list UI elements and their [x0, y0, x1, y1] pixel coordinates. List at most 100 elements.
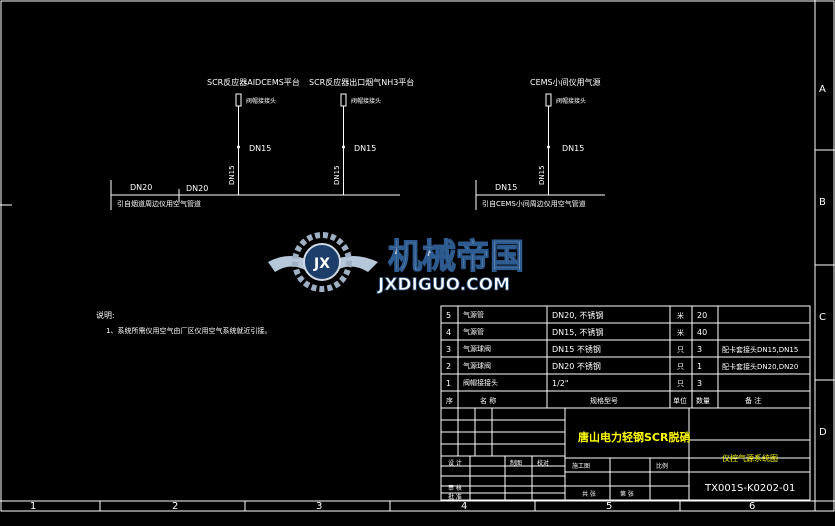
main-size-right: DN20	[186, 184, 208, 193]
branch-label: SCR反应器AIDCEMS平台	[207, 77, 300, 87]
size-label-vertical: DN15	[333, 165, 341, 185]
main-size-left: DN15	[495, 183, 517, 192]
valve-icon	[340, 93, 347, 107]
branch-1: SCR反应器AIDCEMS平台 阀帽接接头 DN15 DN15	[207, 77, 300, 195]
bom-remark: 配卡套接头DN20,DN20	[722, 362, 798, 371]
label-sheet: 共 张	[582, 490, 596, 498]
bom-unit: 只	[677, 363, 684, 371]
bom-spec: DN20 不锈钢	[552, 361, 601, 371]
main-pipe-1: DN20 DN20 引自烟道周边仪用空气管道	[110, 180, 400, 210]
zone-letter: A	[819, 84, 826, 95]
valve-icon	[545, 93, 552, 107]
label-design: 设 计	[448, 459, 462, 467]
bom-no: 5	[446, 311, 451, 320]
bom-no: 4	[446, 328, 451, 337]
size-label: DN15	[249, 144, 271, 153]
bom-no: 3	[446, 345, 451, 354]
main-size-left: DN20	[130, 183, 152, 192]
valve-dot	[237, 145, 240, 149]
title-block	[440, 407, 811, 501]
bom-qty: 3	[697, 345, 702, 354]
bom-spec: DN15, 不锈钢	[552, 327, 603, 337]
emblem-text: JX	[313, 256, 330, 272]
company-name: 唐山电力轻钢SCR脱硝	[578, 430, 690, 444]
main-pipe-2: DN15 引自CEMS小间周边仪用空气管道	[475, 180, 605, 210]
outer-frame	[0, 0, 835, 512]
zone-letter: C	[819, 312, 826, 323]
watermark: JX 机械帝国 JXDIGUO.COM	[268, 232, 525, 295]
notes: 说明: 1、系统所需仪用空气由厂区仪用空气系统就近引接。	[96, 310, 271, 335]
bom-unit: 只	[677, 380, 684, 388]
bom-name: 气源管	[463, 327, 484, 336]
zone-number: 2	[172, 501, 178, 512]
bom-header-qty: 数量	[696, 396, 710, 405]
wing-left-icon	[268, 256, 312, 272]
bom-no: 2	[446, 362, 451, 371]
label-drawn: 制图	[510, 459, 522, 467]
bom-unit: 只	[677, 346, 684, 354]
notes-item: 1、系统所需仪用空气由厂区仪用空气系统就近引接。	[106, 326, 271, 335]
bom-unit: 米	[677, 328, 684, 337]
brand-cn: 机械帝国	[388, 237, 524, 277]
valve-dot	[342, 145, 345, 149]
size-label: DN15	[562, 144, 584, 153]
bom-spec: DN20, 不锈钢	[552, 310, 603, 320]
branch-2: SCR反应器出口烟气NH3平台 阀帽接接头 DN15 DN15	[309, 77, 414, 195]
valve-label: 阀帽接接头	[351, 97, 381, 105]
zone-numbers: 1 2 3 4 5 6	[30, 501, 755, 512]
branch-label: SCR反应器出口烟气NH3平台	[309, 77, 414, 87]
bom-header-name: 名 称	[480, 396, 496, 405]
bom-qty: 1	[697, 362, 702, 371]
label-approve: 批 准	[448, 493, 462, 501]
notes-heading: 说明:	[96, 310, 115, 320]
zone-number: 5	[606, 501, 612, 512]
bom-name: 气源球阀	[463, 344, 491, 353]
main-note: 引自烟道周边仪用空气管道	[117, 199, 201, 208]
valve-label: 阀帽接接头	[556, 97, 586, 105]
brand-en: JXDIGUO.COM	[377, 275, 510, 295]
bom-no: 1	[446, 379, 451, 388]
zone-ticks	[0, 149, 835, 381]
gear-icon	[292, 232, 352, 292]
size-label-vertical: DN15	[538, 165, 546, 185]
bom-name: 气源球阀	[463, 361, 491, 370]
branch-label: CEMS小间仪用气源	[530, 77, 601, 87]
valve-icon	[235, 93, 242, 107]
zone-letter: B	[819, 197, 826, 208]
bom-header-no: 序	[446, 396, 453, 405]
title-block-outline	[440, 407, 811, 501]
emblem-circle	[303, 243, 341, 281]
bom-rows: 5 气源管 DN20, 不锈钢 米 20 4 气源管 DN15, 不锈钢 米 4…	[446, 310, 798, 405]
label-sheet2: 第 张	[620, 490, 634, 498]
zone-number: 1	[30, 501, 36, 512]
zone-letter: D	[819, 427, 827, 438]
bom-name: 气源管	[463, 310, 484, 319]
size-label: DN15	[354, 144, 376, 153]
label-check: 审 核	[448, 484, 462, 492]
zone-number: 6	[749, 501, 755, 512]
zone-dividers	[99, 501, 681, 511]
bom-spec: 1/2"	[552, 379, 569, 388]
zone-letters: A B C D	[819, 84, 827, 438]
zone-number: 4	[461, 501, 467, 512]
bom-header-remark: 备 注	[745, 396, 761, 405]
wing-right-icon	[330, 256, 378, 272]
main-note: 引自CEMS小间周边仪用空气管道	[482, 199, 586, 208]
valve-dot	[547, 145, 550, 149]
bom-qty: 40	[697, 328, 707, 337]
zone-number: 3	[316, 501, 322, 512]
bom-qty: 20	[697, 311, 707, 320]
drawing-number: TX001S-K0202-01	[704, 483, 795, 494]
bom-remark: 配卡套接头DN15,DN15	[722, 345, 798, 354]
bom-spec: DN15 不锈钢	[552, 344, 601, 354]
drawing-title: 仪控气源系统图	[722, 453, 778, 463]
label-stage: 施工图	[572, 462, 590, 470]
bom-table	[440, 305, 811, 409]
label-review: 校对	[537, 459, 549, 467]
size-label-vertical: DN15	[228, 165, 236, 185]
branch-3: CEMS小间仪用气源 阀帽接接头 DN15 DN15	[530, 77, 601, 195]
bom-header-spec: 规格型号	[590, 396, 618, 405]
valve-label: 阀帽接接头	[246, 97, 276, 105]
